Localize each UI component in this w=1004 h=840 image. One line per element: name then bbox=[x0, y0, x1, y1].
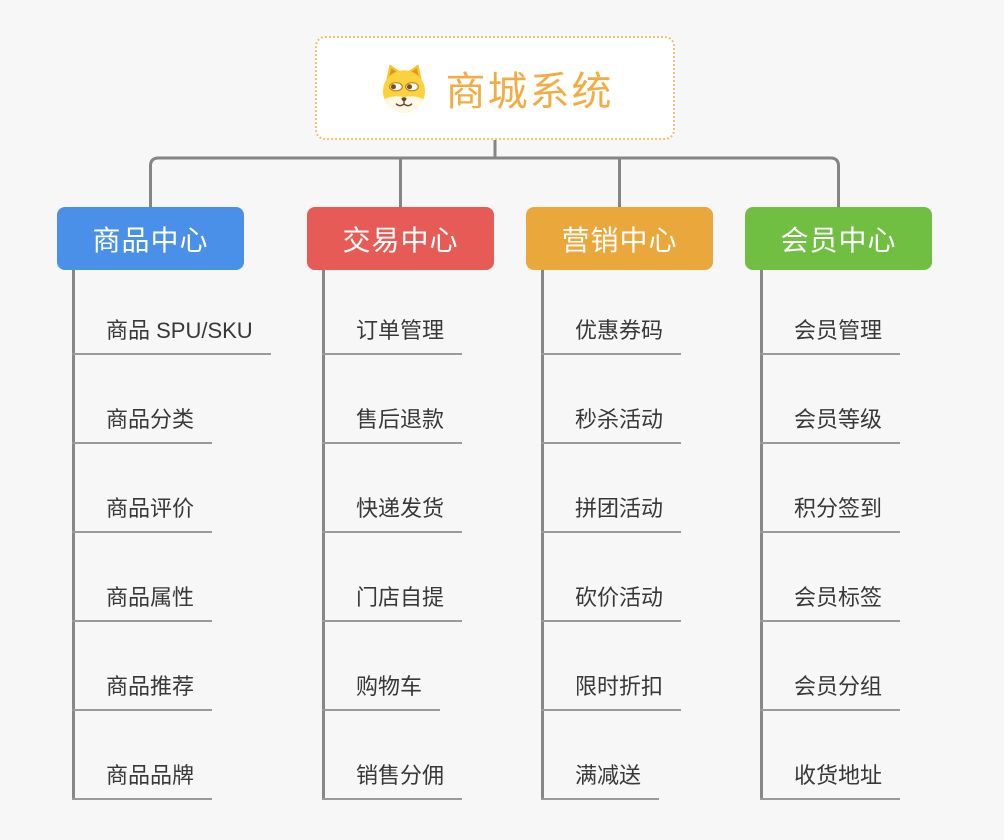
leaf-node[interactable]: 购物车 bbox=[322, 673, 441, 711]
leaf-node[interactable]: 会员标签 bbox=[760, 584, 901, 622]
leaf-node[interactable]: 商品属性 bbox=[72, 584, 213, 622]
leaf-node[interactable]: 收货地址 bbox=[760, 762, 901, 800]
dog-face-icon bbox=[377, 61, 431, 115]
branch-trunk-line bbox=[322, 270, 325, 800]
leaf-node[interactable]: 门店自提 bbox=[322, 584, 463, 622]
leaf-node[interactable]: 会员分组 bbox=[760, 673, 901, 711]
branch-trunk-line bbox=[541, 270, 544, 800]
leaf-node[interactable]: 秒杀活动 bbox=[541, 406, 682, 444]
leaf-node[interactable]: 会员管理 bbox=[760, 317, 901, 355]
leaf-node[interactable]: 商品 SPU/SKU bbox=[72, 317, 271, 355]
leaf-node[interactable]: 满减送 bbox=[541, 762, 660, 800]
category-node-4[interactable]: 会员中心 bbox=[745, 207, 932, 270]
root-title: 商城系统 bbox=[445, 70, 614, 114]
category-node-3[interactable]: 营销中心 bbox=[526, 207, 713, 270]
branch-trunk-line bbox=[72, 270, 75, 800]
leaf-node[interactable]: 限时折扣 bbox=[541, 673, 682, 711]
leaf-node[interactable]: 销售分佣 bbox=[322, 762, 463, 800]
branch-trunk-line bbox=[760, 270, 763, 800]
category-label: 会员中心 bbox=[780, 224, 897, 256]
root-node[interactable]: 商城系统 bbox=[315, 36, 675, 140]
leaf-node[interactable]: 售后退款 bbox=[322, 406, 463, 444]
leaf-node[interactable]: 会员等级 bbox=[760, 406, 901, 444]
leaf-node[interactable]: 商品品牌 bbox=[72, 762, 213, 800]
leaf-node[interactable]: 积分签到 bbox=[760, 495, 901, 533]
leaf-node[interactable]: 拼团活动 bbox=[541, 495, 682, 533]
category-label: 营销中心 bbox=[561, 224, 678, 256]
leaf-node[interactable]: 商品分类 bbox=[72, 406, 213, 444]
category-node-1[interactable]: 商品中心 bbox=[57, 207, 244, 270]
leaf-node[interactable]: 商品推荐 bbox=[72, 673, 213, 711]
leaf-node[interactable]: 商品评价 bbox=[72, 495, 213, 533]
category-label: 商品中心 bbox=[92, 224, 209, 256]
leaf-node[interactable]: 优惠券码 bbox=[541, 317, 682, 355]
leaf-node[interactable]: 砍价活动 bbox=[541, 584, 682, 622]
leaf-node[interactable]: 快递发货 bbox=[322, 495, 463, 533]
category-label: 交易中心 bbox=[342, 224, 459, 256]
category-node-2[interactable]: 交易中心 bbox=[307, 207, 494, 270]
leaf-node[interactable]: 订单管理 bbox=[322, 317, 463, 355]
